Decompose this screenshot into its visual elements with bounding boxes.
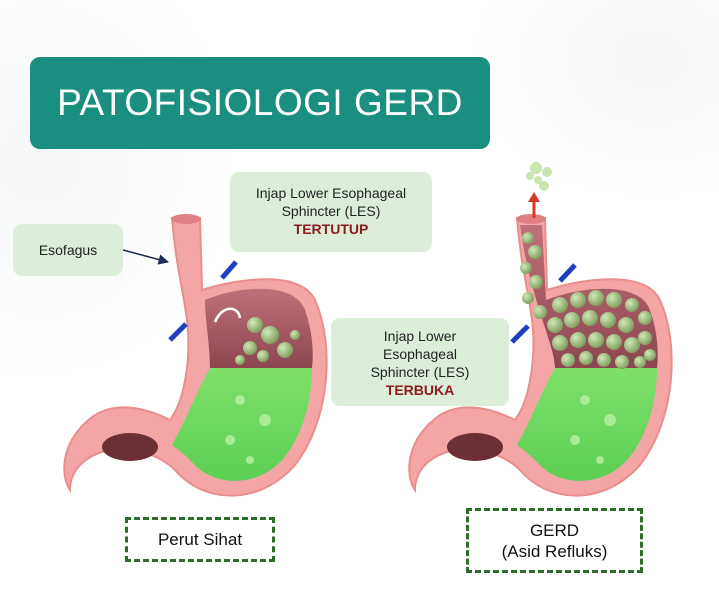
page-title: PATOFISIOLOGI GERD [57, 82, 463, 123]
esofagus-label: Esofagus [38, 242, 98, 258]
les-open-callout: Injap Lower Esophageal Sphincter (LES) T… [331, 318, 509, 406]
gerd-caption-line1: GERD [529, 520, 580, 540]
les-closed-line2: Sphincter (LES) [281, 203, 381, 219]
gerd-caption-box: GERD (Asid Refluks) [466, 508, 643, 573]
les-open-line3: Sphincter (LES) [370, 364, 470, 380]
title-banner: PATOFISIOLOGI GERD [30, 57, 490, 149]
gerd-caption-line2: (Asid Refluks) [501, 541, 608, 561]
esofagus-label-box: Esofagus [13, 224, 123, 276]
les-closed-state: TERTUTUP [293, 221, 369, 237]
les-open-state: TERBUKA [385, 382, 455, 398]
les-closed-callout: Injap Lower Esophageal Sphincter (LES) T… [230, 172, 432, 252]
les-open-line1: Injap Lower [383, 328, 457, 344]
healthy-caption-box: Perut Sihat [125, 517, 275, 562]
les-closed-line1: Injap Lower Esophageal [255, 185, 407, 201]
healthy-caption: Perut Sihat [157, 530, 243, 549]
les-open-line2: Esophageal [383, 346, 457, 362]
